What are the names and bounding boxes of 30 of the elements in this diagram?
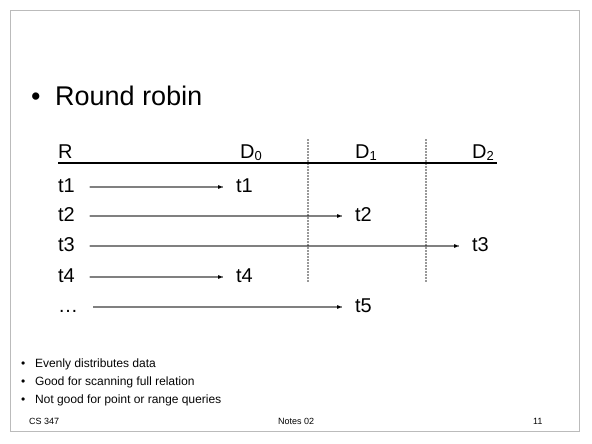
tuple-label: t3 xyxy=(472,235,489,255)
tuple-label: t1 xyxy=(58,176,75,196)
tuple-label: … xyxy=(58,296,78,316)
column-header: R xyxy=(58,142,72,162)
footer-text: Notes 02 xyxy=(278,417,314,426)
arrow xyxy=(89,185,224,189)
column-header: D$_{1}$ xyxy=(355,142,377,162)
arrow xyxy=(89,244,460,248)
tuple-label: t4 xyxy=(236,266,253,286)
column-header: D$_{2}$ xyxy=(472,142,494,162)
arrow xyxy=(92,305,342,309)
arrow xyxy=(89,214,342,218)
slide-title: Round robin xyxy=(55,83,202,110)
tuple-label: t1 xyxy=(236,176,253,196)
tuple-label: t4 xyxy=(58,266,75,286)
tuple-label: t5 xyxy=(355,296,372,316)
tuple-label: t3 xyxy=(58,235,75,255)
arrow xyxy=(89,275,224,279)
bullet-mark: • xyxy=(21,393,26,405)
footer-text: CS 347 xyxy=(29,417,60,426)
footer-text: 11 xyxy=(533,417,542,426)
tuple-label: t2 xyxy=(58,205,75,225)
bullet-note: Evenly distributes data xyxy=(35,357,156,369)
bullet-mark: • xyxy=(21,375,26,387)
column-header: D$_{0}$ xyxy=(240,142,262,162)
bullet-note: Good for scanning full relation xyxy=(35,375,194,387)
bullet-mark: • xyxy=(21,357,26,369)
bullet-mark: • xyxy=(31,83,40,110)
tuple-label: t2 xyxy=(355,205,372,225)
bullet-note: Not good for point or range queries xyxy=(35,393,222,405)
